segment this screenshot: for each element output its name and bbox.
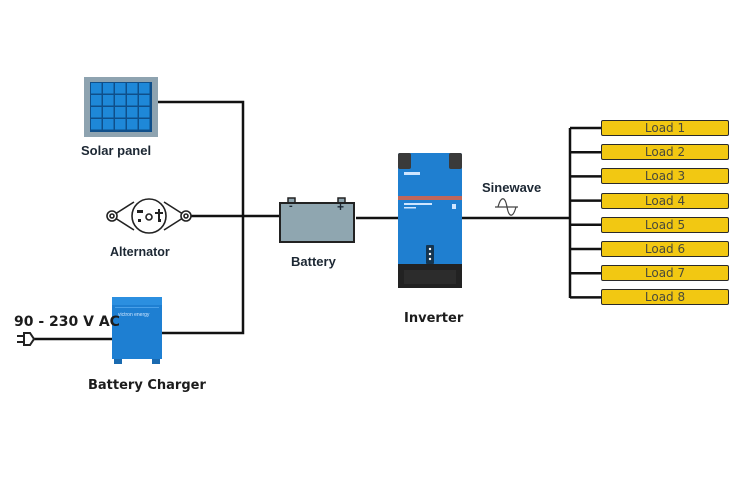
battery-charger-label: Battery Charger xyxy=(88,378,206,393)
load-box: Load 5 xyxy=(601,216,729,233)
solar-cell xyxy=(103,119,114,130)
solar-cell xyxy=(127,95,138,106)
solar-cell xyxy=(91,107,102,118)
solar-cell xyxy=(139,95,150,106)
solar-cell xyxy=(115,83,126,94)
solar-panel-icon xyxy=(84,77,158,137)
solar-cell xyxy=(139,107,150,118)
solar-cell xyxy=(127,107,138,118)
solar-cell xyxy=(103,107,114,118)
load-box: Load 4 xyxy=(601,192,729,209)
solar-cell xyxy=(91,95,102,106)
load-box: Load 3 xyxy=(601,168,729,185)
load-box: Load 8 xyxy=(601,289,729,306)
solar-cell xyxy=(139,119,150,130)
ac-input-label: 90 - 230 V AC xyxy=(14,314,120,330)
solar-cell xyxy=(91,119,102,130)
load-box: Load 7 xyxy=(601,265,729,282)
solar-cell xyxy=(127,83,138,94)
load-box: Load 6 xyxy=(601,241,729,257)
solar-cell xyxy=(103,95,114,106)
wiring xyxy=(30,100,572,341)
battery-icon xyxy=(279,197,355,243)
svg-text:victron energy: victron energy xyxy=(118,312,150,318)
load-box: Load 1 xyxy=(601,120,729,136)
solar-cell xyxy=(115,107,126,118)
battery-charger-icon: victron energy xyxy=(112,297,162,364)
wire-solar xyxy=(158,100,245,335)
battery-negative-terminal: - xyxy=(289,200,293,212)
solar-cell xyxy=(115,95,126,106)
sinewave-label: Sinewave xyxy=(482,180,542,195)
alternator-label: Alternator xyxy=(110,245,170,259)
load-branches xyxy=(570,126,602,299)
alternator-icon xyxy=(106,198,192,234)
battery-positive-terminal: + xyxy=(337,200,345,214)
sinewave-icon xyxy=(495,198,518,216)
solar-cell xyxy=(91,83,102,94)
solar-panel-label: Solar panel xyxy=(81,143,152,158)
ac-plug-icon xyxy=(17,332,36,346)
solar-cell xyxy=(139,83,150,94)
inverter-label: Inverter xyxy=(404,311,464,326)
solar-cell xyxy=(127,119,138,130)
load-box: Load 2 xyxy=(601,144,729,161)
inverter-icon xyxy=(398,153,462,288)
battery-label: Battery xyxy=(291,254,336,269)
solar-cell xyxy=(115,119,126,130)
solar-cell xyxy=(103,83,114,94)
